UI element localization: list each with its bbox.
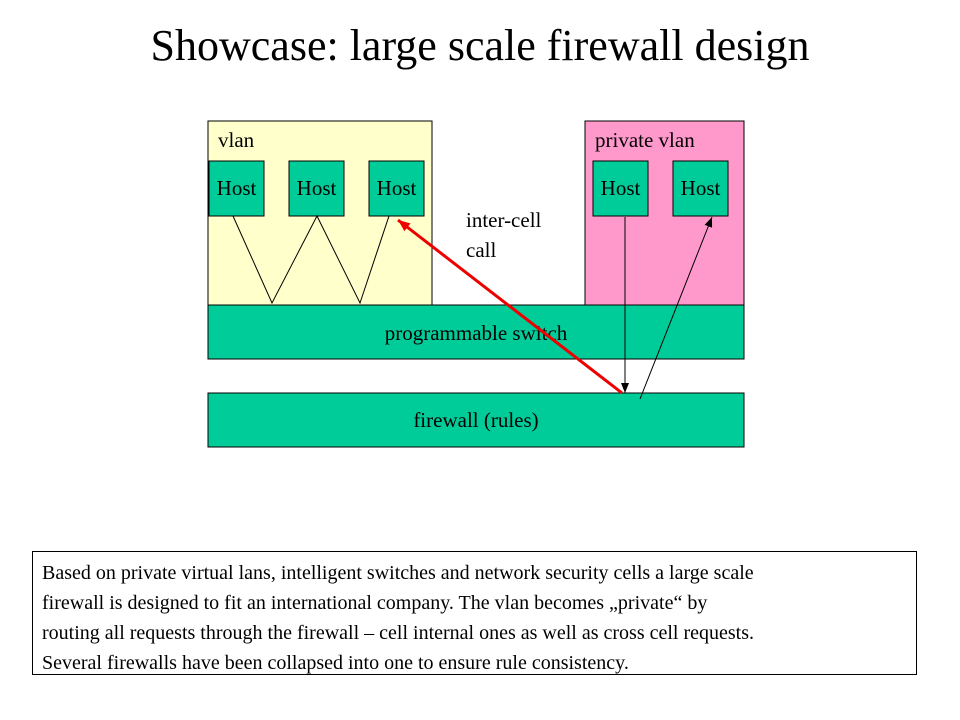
firewall-box [207,392,745,448]
programmable-switch-label: programmable switch [385,321,568,345]
private-vlan-label: private vlan [595,128,695,152]
description-line-3: routing all requests through the firewal… [42,622,755,644]
description-line-1: Based on private virtual lans, intellige… [42,562,754,584]
vlan-host-3 [368,160,425,217]
vlan-host-2-label: Host [297,176,337,200]
description-box: Based on private virtual lans, intellige… [32,551,917,675]
slide-title: Showcase: large scale firewall design [150,21,810,70]
vlan-host-1 [208,160,265,217]
vlan-host-1-label: Host [217,176,257,200]
firewall-to-private-arrow [639,216,713,400]
inter-cell-label-line1: inter-cell [466,208,542,232]
programmable-switch [207,304,745,360]
description-line-4: Several firewalls have been collapsed in… [42,652,629,674]
vlan-label: vlan [218,128,255,152]
description-line-2: firewall is designed to fit an internati… [42,592,708,614]
private-host-1 [592,160,649,217]
inter-cell-call-arrow [397,218,623,395]
vlan-host-2 [288,160,345,217]
vlan-host-3-label: Host [377,176,417,200]
private-host-2-label: Host [681,176,721,200]
private-host-1-label: Host [601,176,641,200]
private-host-2 [672,160,729,217]
firewall-label: firewall (rules) [413,408,538,432]
inter-cell-label-line2: call [466,238,496,262]
vlan-internal-links [232,214,390,305]
